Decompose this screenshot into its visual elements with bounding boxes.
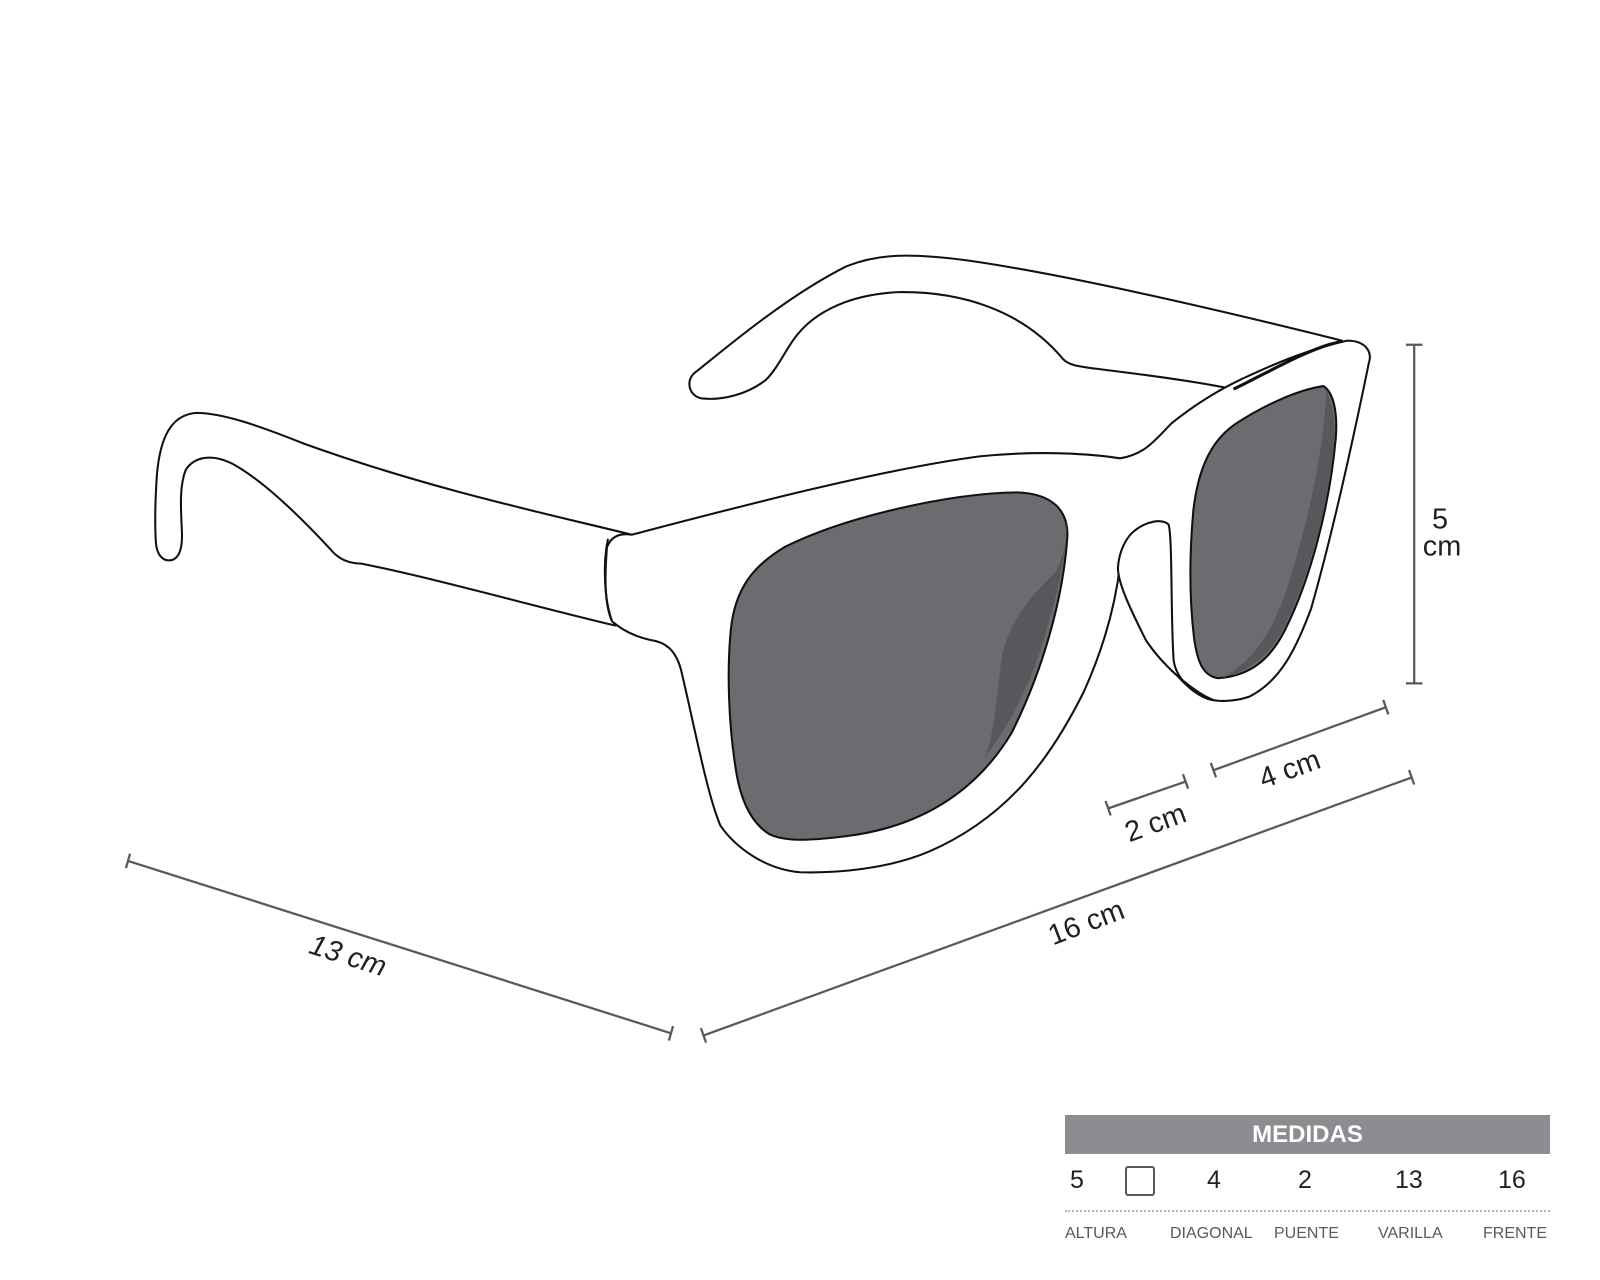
dimension-height: 5 cm [1405, 343, 1462, 685]
dimension-bridge: 2 cm [1104, 773, 1191, 849]
label-diagonal: DIAGONAL [1170, 1225, 1253, 1242]
measures-values-row: 5 4 2 13 16 [1065, 1154, 1550, 1210]
lens-right-shade [983, 521, 1067, 759]
dimension-diagonal: 4 cm [1209, 699, 1390, 795]
checkbox-square-icon[interactable] [1125, 1166, 1155, 1196]
value-varilla: 13 [1395, 1166, 1423, 1194]
measures-table: MEDIDAS 5 4 2 13 16 ALTURA DIAGONAL PUEN… [1065, 1115, 1550, 1248]
measures-title: MEDIDAS [1065, 1115, 1550, 1154]
value-puente: 2 [1298, 1166, 1312, 1194]
label-puente: PUENTE [1274, 1225, 1339, 1242]
value-frente: 16 [1498, 1166, 1526, 1194]
dimension-temple: 13 cm [124, 853, 675, 1041]
front-label: 16 cm [1044, 894, 1129, 952]
lens-right [727, 491, 1069, 841]
near-temple-arm [154, 411, 633, 627]
measures-labels-row: ALTURA DIAGONAL PUENTE VARILLA FRENTE [1065, 1212, 1550, 1248]
lens-left-shade [1223, 390, 1335, 678]
label-frente: FRENTE [1483, 1225, 1547, 1242]
bridge-label: 2 cm [1121, 797, 1191, 848]
far-temple-arm [688, 254, 1343, 400]
temple-label: 13 cm [306, 929, 391, 983]
label-varilla: VARILLA [1378, 1225, 1443, 1242]
value-altura: 5 [1070, 1166, 1084, 1194]
lens-left [1189, 384, 1338, 680]
height-value-label: 5 [1432, 504, 1448, 536]
height-unit-label: cm [1423, 530, 1462, 562]
hinge-line [603, 538, 614, 622]
dotted-divider [1065, 1210, 1550, 1212]
value-diagonal: 4 [1207, 1166, 1221, 1194]
bridge-inner [1116, 520, 1214, 701]
far-hinge-line [1232, 342, 1333, 391]
label-altura: ALTURA [1065, 1225, 1127, 1242]
